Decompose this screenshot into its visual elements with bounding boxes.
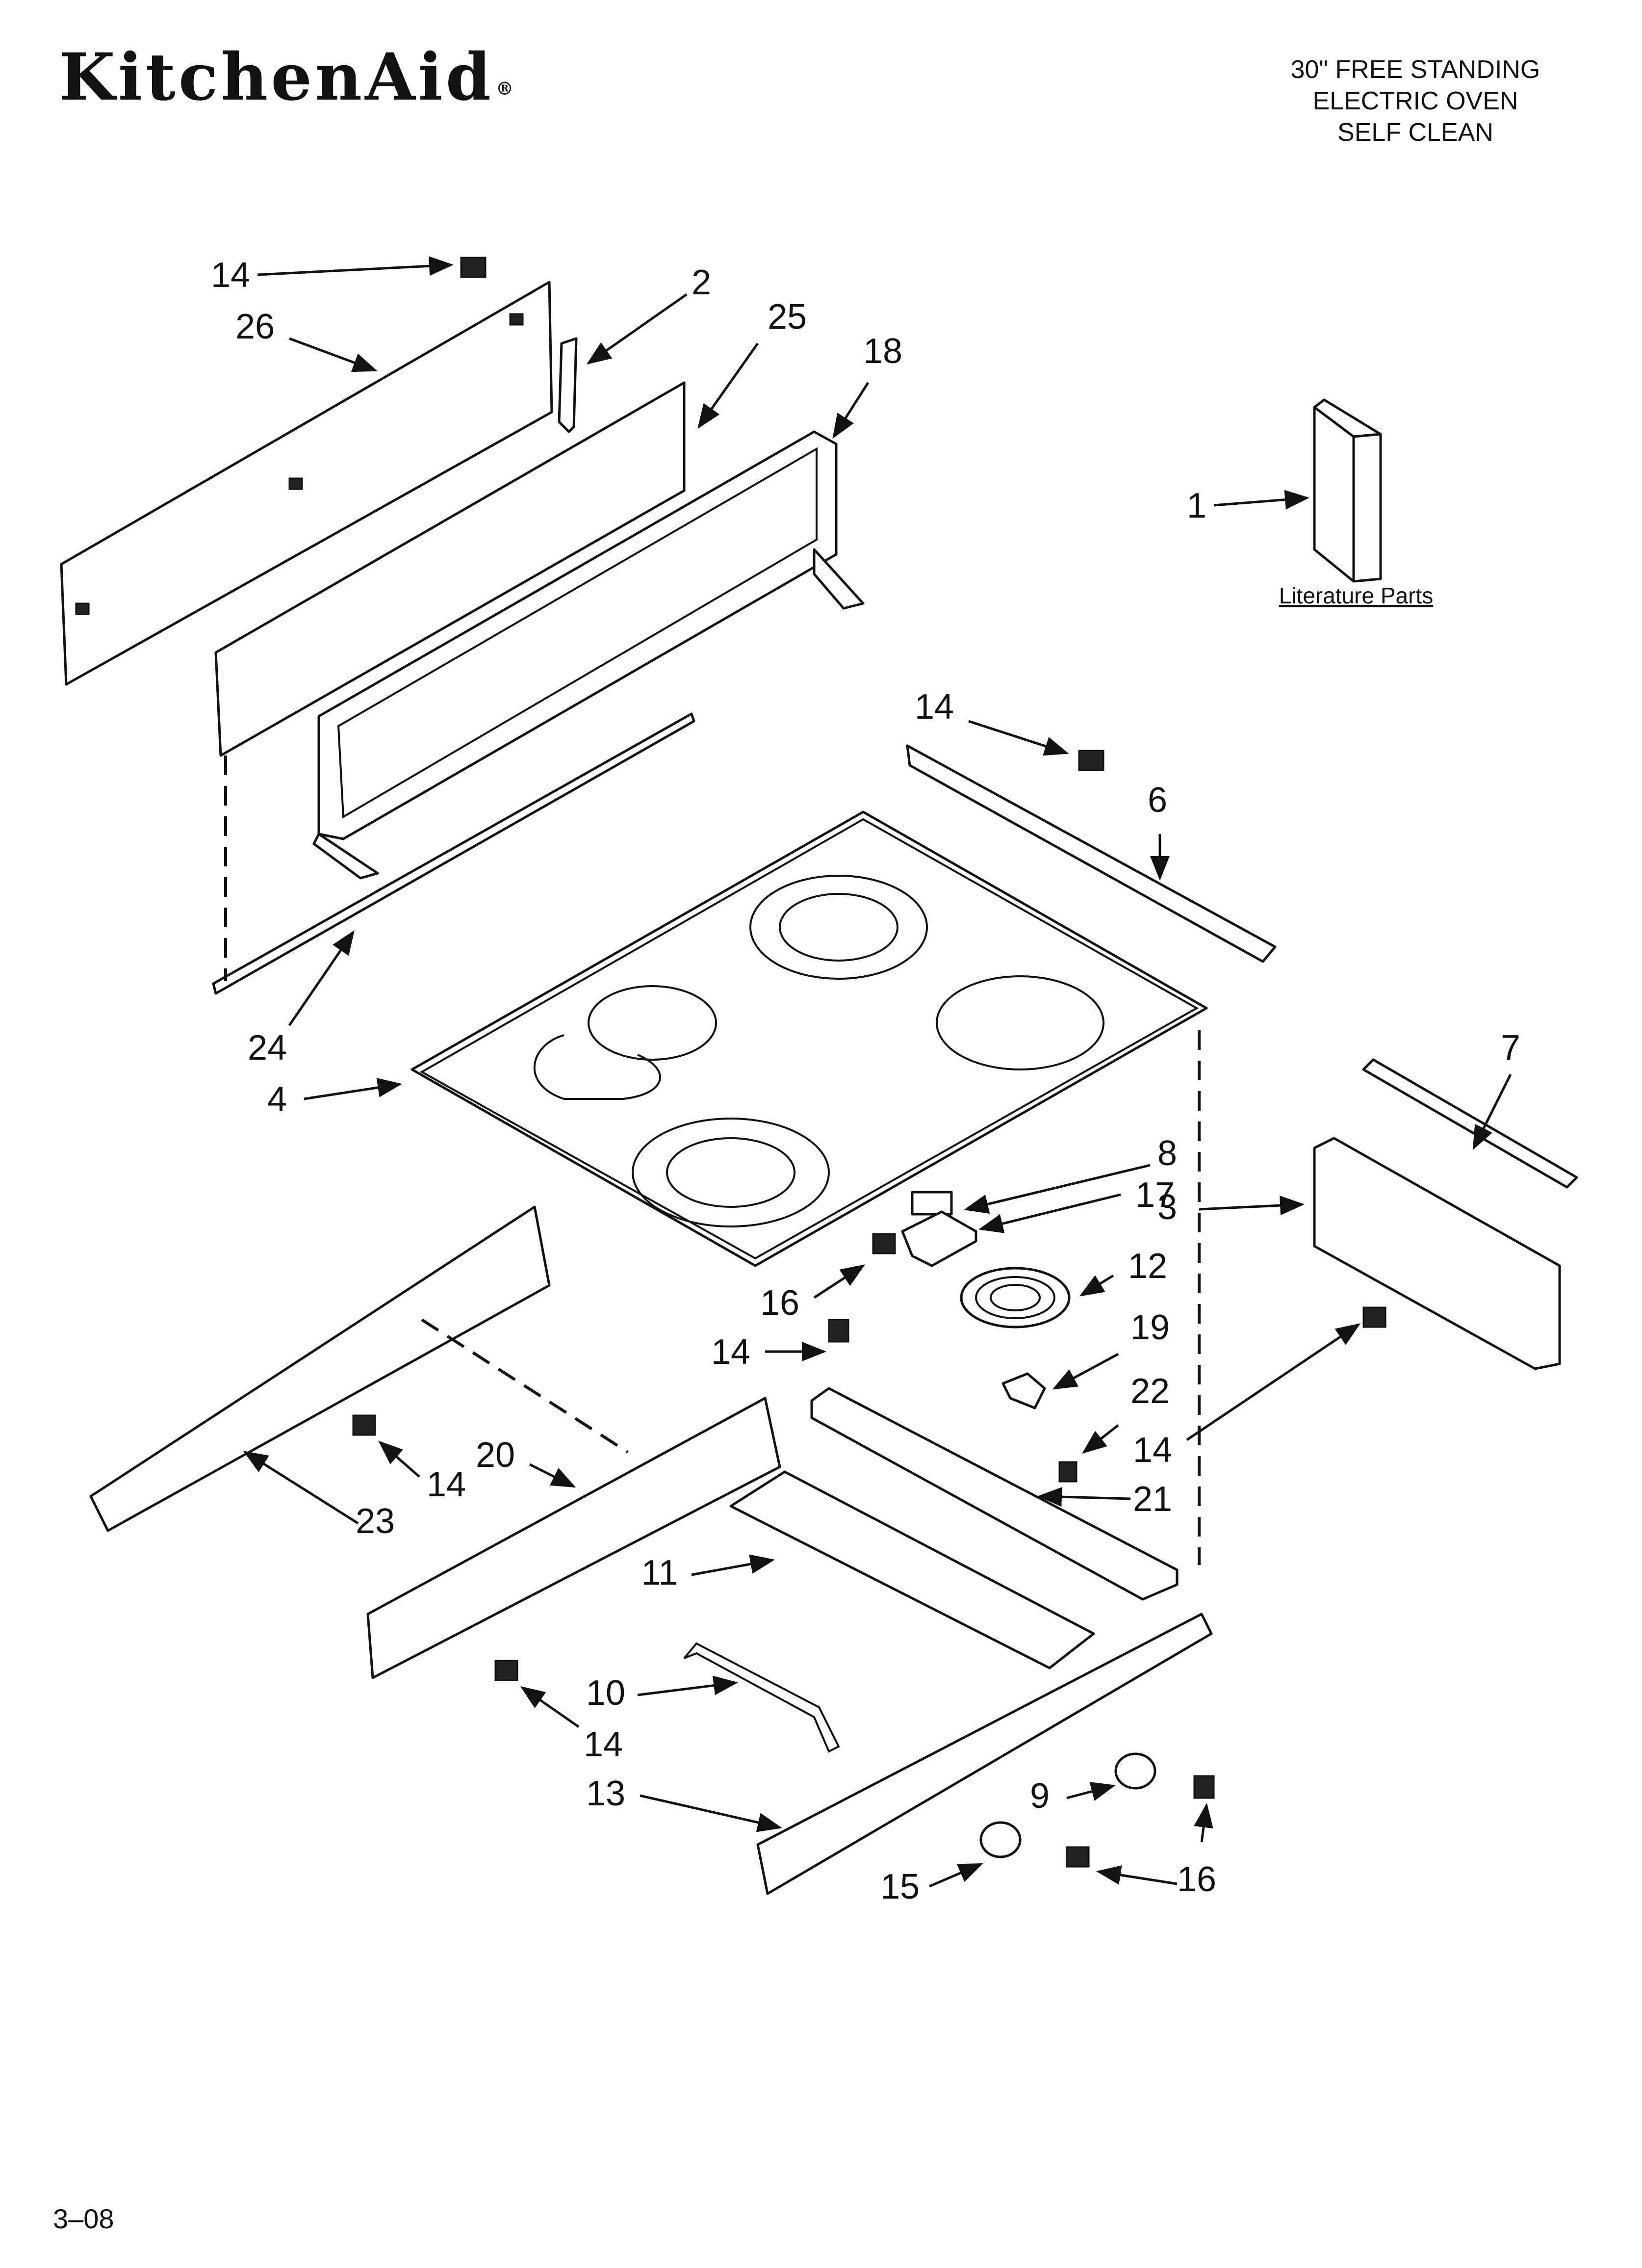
callout-12: 12 <box>1128 1247 1167 1286</box>
callout-16: 16 <box>1177 1860 1216 1899</box>
side-rail-part-23 <box>89 1205 551 1532</box>
callout-10: 10 <box>586 1673 625 1713</box>
callout-4: 4 <box>267 1080 287 1119</box>
rail-part-20 <box>366 1397 781 1679</box>
strip-part-7 <box>1362 1058 1578 1189</box>
callout-14: 14 <box>427 1465 466 1504</box>
callout-20: 20 <box>476 1435 515 1475</box>
rear-panel-part-26 <box>60 281 553 686</box>
screw-icon <box>1193 1775 1215 1799</box>
callout-13: 13 <box>586 1774 625 1813</box>
bracket-part-17 <box>901 1210 977 1267</box>
screw-icon <box>1362 1306 1386 1328</box>
callout-22: 22 <box>1130 1372 1170 1411</box>
heating-element-part-12 <box>960 1267 1071 1329</box>
title-line: 30" FREE STANDING <box>1290 55 1540 84</box>
title-line: SELF CLEAN <box>1337 118 1493 147</box>
screw-icon <box>1058 1461 1078 1483</box>
leveler-part-15 <box>979 1821 1022 1858</box>
callout-19: 19 <box>1130 1308 1170 1347</box>
literature-parts-label: Literature Parts <box>1279 583 1433 608</box>
model-title: 30" FREE STANDING ELECTRIC OVEN SELF CLE… <box>1244 54 1587 148</box>
title-line: ELECTRIC OVEN <box>1312 87 1518 115</box>
callout-14: 14 <box>584 1725 623 1764</box>
callout-24: 24 <box>248 1028 287 1068</box>
callout-2: 2 <box>692 263 711 302</box>
bracket-part-3 <box>1313 1137 1561 1370</box>
cooktop-glass-part-4 <box>410 810 1208 1267</box>
screw-icon <box>1066 1846 1090 1868</box>
brand-logo: KitchenAid® <box>59 39 516 115</box>
callout-25: 25 <box>768 297 807 337</box>
bracket-part-10 <box>683 1642 840 1753</box>
page-code: 3–08 <box>53 2203 114 2234</box>
callout-17: 17 <box>1135 1175 1175 1215</box>
callout-18: 18 <box>863 332 902 371</box>
callout-9: 9 <box>1030 1776 1050 1816</box>
callout-21: 21 <box>1133 1480 1172 1519</box>
screw-icon <box>1078 750 1104 771</box>
bracket-part-2 <box>558 337 578 433</box>
callout-14: 14 <box>1133 1431 1172 1470</box>
callout-8: 8 <box>1157 1134 1177 1173</box>
leveler-part-9 <box>1114 1752 1156 1790</box>
callout-14: 14 <box>915 687 954 727</box>
callout-6: 6 <box>1148 781 1167 820</box>
clip-part-19 <box>1001 1372 1046 1409</box>
screw-icon <box>828 1319 849 1343</box>
callout-23: 23 <box>356 1502 395 1541</box>
callout-16: 16 <box>760 1283 799 1323</box>
callout-7: 7 <box>1501 1028 1520 1068</box>
terminal-block-part-8 <box>911 1191 953 1216</box>
channel-part-11 <box>729 1470 1095 1669</box>
callout-14: 14 <box>711 1332 750 1372</box>
support-part-21 <box>810 1387 1179 1601</box>
leader-lines <box>243 256 1512 1888</box>
screw-icon <box>460 257 487 278</box>
callout-15: 15 <box>880 1867 920 1906</box>
trim-strip-part-24 <box>212 712 695 995</box>
alignment-line <box>421 1318 629 1454</box>
callout-1: 1 <box>1187 486 1206 525</box>
screw-icon <box>872 1233 896 1254</box>
screw-icon <box>352 1414 376 1436</box>
literature-part-1 <box>1313 398 1382 583</box>
callout-14: 14 <box>211 256 250 295</box>
callout-11: 11 <box>641 1553 678 1592</box>
console-frame-part-18 <box>312 430 865 880</box>
callout-26: 26 <box>235 307 275 346</box>
bottom-rail-part-13 <box>756 1613 1213 1895</box>
panel-part-25 <box>214 381 686 757</box>
callout-3: 3 <box>1157 1188 1177 1227</box>
screw-icon <box>494 1660 518 1681</box>
